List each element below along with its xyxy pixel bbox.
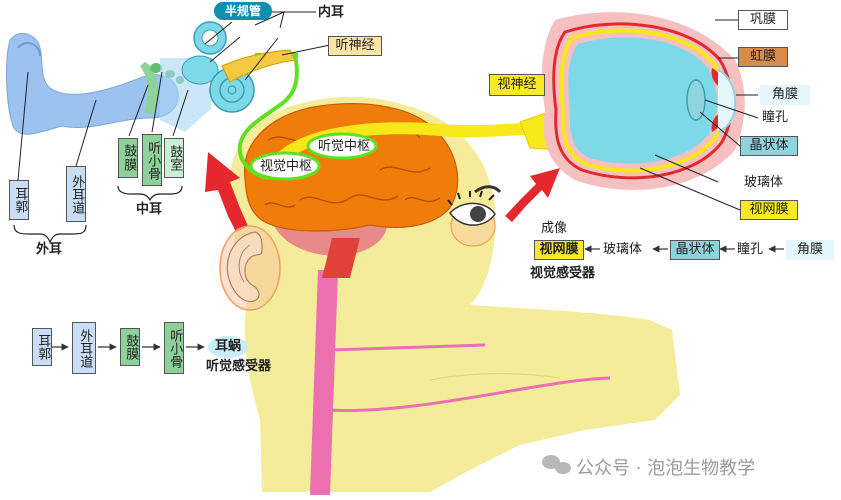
spinal-nerve-lower xyxy=(327,376,611,412)
vision-step-cornea: 角膜 xyxy=(786,240,834,260)
spinal-cord xyxy=(310,270,338,495)
outer-ear-pointer-lines xyxy=(17,71,189,181)
ear-to-brain-arrow xyxy=(205,152,248,232)
ear-canal-label: 外耳道 xyxy=(66,166,86,222)
brain xyxy=(243,103,459,232)
watermark-text: 公众号 · 泡泡生物教学 xyxy=(576,458,756,479)
vision-step-lens: 晶状体 xyxy=(670,240,720,260)
lens-label: 晶状体 xyxy=(740,136,798,156)
cornea-label: 角膜 xyxy=(760,85,810,105)
hearing-step-ossicles-text: 听小骨 xyxy=(167,328,183,368)
vestibule xyxy=(181,55,219,85)
vision-step-vitreous: 玻璃体 xyxy=(603,242,643,257)
optic-nerve-label: 视神经 xyxy=(489,74,545,96)
cochlea-core xyxy=(227,85,237,95)
tympanic-cavity-text: 鼓室 xyxy=(167,145,183,171)
cochlea-label: 耳蜗 xyxy=(262,25,289,40)
auricle-label: 耳郭 xyxy=(9,180,29,220)
auditory-center-oval xyxy=(306,132,378,160)
hearing-step-auricle: 耳郭 xyxy=(32,328,52,366)
eyeball-vitreous xyxy=(568,37,718,164)
eardrum-text: 鼓膜 xyxy=(121,144,137,172)
face-eyelashes xyxy=(447,190,495,206)
eardrum-label: 鼓膜 xyxy=(118,138,138,178)
semicircular-canals-label: 半规管 xyxy=(214,2,272,20)
visual-center-label: 视觉中枢 xyxy=(260,159,313,174)
vision-receptor-label: 视觉感受器 xyxy=(530,266,596,281)
head-ear xyxy=(226,231,263,303)
hearing-step-cochlea: 耳蜗 xyxy=(215,339,242,354)
hearing-step-eardrum: 鼓膜 xyxy=(120,328,140,366)
middle-ear-brace xyxy=(117,185,183,202)
ossicles-text: 听小骨 xyxy=(145,140,161,180)
vitreous-label: 玻璃体 xyxy=(744,175,784,190)
hearing-step-ear-canal-text: 外耳道 xyxy=(77,328,93,368)
hearing-receptor-label: 听觉感受器 xyxy=(206,359,272,374)
eardrum xyxy=(140,62,159,116)
tympanic-cavity-label: 鼓室 xyxy=(164,138,184,178)
inner-ear-title: 内耳 xyxy=(318,5,345,20)
eyeball-red-layer xyxy=(552,22,733,180)
vision-step-pupil: 瞳孔 xyxy=(737,242,764,257)
iris-label: 虹膜 xyxy=(738,47,788,67)
auricle-fold xyxy=(17,41,41,57)
outer-ear-brace xyxy=(13,224,87,244)
face-brow xyxy=(474,185,502,194)
sclera-label: 巩膜 xyxy=(738,10,788,30)
hearing-step-ear-canal: 外耳道 xyxy=(72,322,96,374)
head-ear-inner xyxy=(238,244,251,283)
vision-step-retina: 视网膜 xyxy=(534,240,584,260)
eye-pointer-lines xyxy=(639,19,759,211)
auditory-center-label: 听觉中枢 xyxy=(318,139,371,154)
pupil-label: 瞳孔 xyxy=(762,110,789,125)
ossicles-label: 听小骨 xyxy=(142,134,162,186)
spinal-nerve-upper xyxy=(329,343,486,352)
auditory-nerve-label: 听神经 xyxy=(328,36,382,56)
shoulder-fold xyxy=(429,373,561,381)
ear-canal-text: 外耳道 xyxy=(69,174,85,214)
brainstem xyxy=(322,238,360,278)
retina-label: 视网膜 xyxy=(740,200,798,220)
optic-nerve-path xyxy=(269,119,566,171)
visual-center-oval xyxy=(249,151,321,181)
outer-ear-title: 外耳 xyxy=(36,242,63,257)
auditory-nerve-path xyxy=(237,54,299,180)
inner-ear-pointer-lines xyxy=(204,11,331,81)
hearing-flow-cochlea-oval xyxy=(208,336,248,358)
hearing-step-eardrum-text: 鼓膜 xyxy=(123,334,139,360)
ossicle-1 xyxy=(150,63,162,73)
middle-ear-title: 中耳 xyxy=(136,202,163,217)
hearing-step-auricle-text: 耳郭 xyxy=(35,334,51,360)
wechat-icon xyxy=(542,455,571,474)
auricle-text: 耳郭 xyxy=(12,187,28,213)
cornea-shape xyxy=(717,69,737,133)
semicircular-canals-inner xyxy=(201,29,219,47)
hearing-step-ossicles: 听小骨 xyxy=(164,322,184,374)
auditory-nerve-bundle xyxy=(221,49,296,83)
vestibule-label: 前庭 xyxy=(230,25,257,40)
imaging-label: 成像 xyxy=(541,221,568,236)
eyeball-yellow-layer xyxy=(559,28,726,173)
eye-to-brain-arrow xyxy=(505,168,560,222)
face-eye-iris xyxy=(470,206,486,222)
